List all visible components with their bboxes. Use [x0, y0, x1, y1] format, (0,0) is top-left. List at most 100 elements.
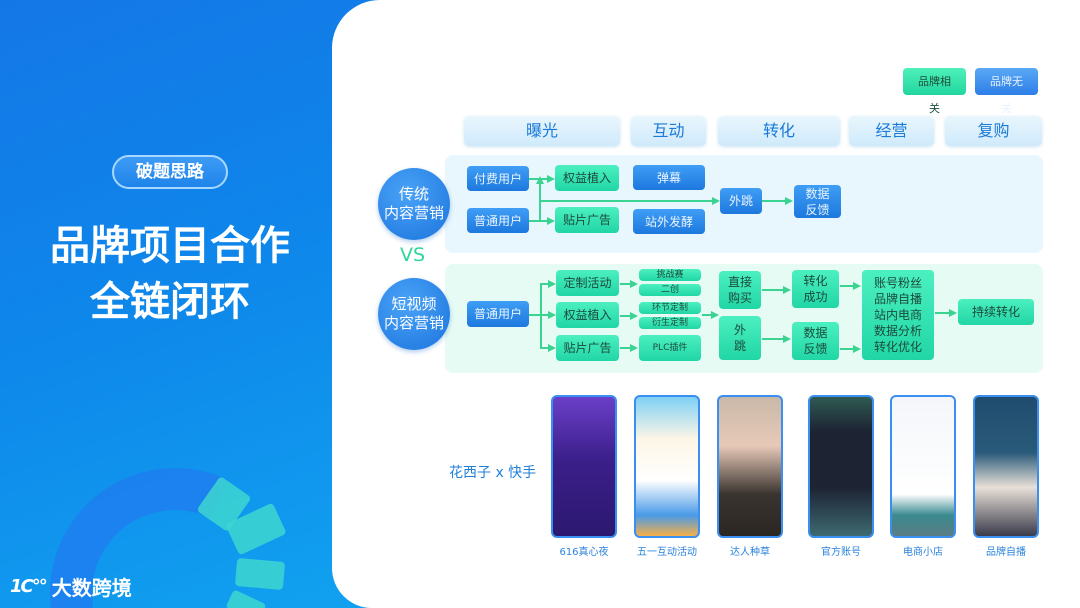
caption-616-night: 616真心夜 — [559, 547, 609, 558]
connector — [620, 347, 631, 349]
brand-logo: 1C°° 大数跨境 — [10, 572, 132, 601]
node-continuous-conversion: 持续转化 — [958, 299, 1034, 325]
screenshot-influencer-seeding — [717, 395, 783, 538]
legend-brand-related: 品牌相关 — [903, 68, 966, 115]
node-text: 跳 — [733, 339, 746, 353]
arrow-icon — [630, 312, 638, 320]
caption-ecommerce-store: 电商小店 — [903, 547, 943, 558]
arrow-up-icon — [536, 176, 544, 184]
connector — [529, 314, 541, 316]
node-remix: 二创 — [639, 284, 701, 296]
section-tag: 破题思路 — [112, 155, 228, 189]
short-video-marketing-label: 短视频内容营销 — [378, 278, 450, 350]
logo-icon: 1C°° — [10, 576, 48, 597]
arrow-icon — [853, 345, 861, 353]
node-data-feedback: 数据反馈 — [792, 322, 839, 360]
caption-official-account: 官方账号 — [821, 547, 861, 558]
arrow-icon — [630, 280, 638, 288]
title-line-1: 品牌项目合作 — [50, 223, 290, 269]
label-line: 内容营销 — [383, 204, 444, 222]
node-text: 反馈 — [803, 342, 828, 356]
arrow-icon — [548, 311, 556, 319]
connector — [840, 285, 854, 287]
page-title: 品牌项目合作 全链闭环 — [40, 218, 300, 330]
node-text: 转化 — [803, 274, 828, 288]
node-offsite: 站外发酵 — [633, 209, 705, 234]
connector — [620, 283, 631, 285]
logo-text: 大数跨境 — [51, 576, 132, 600]
decorative-bar — [234, 557, 286, 591]
arrow-icon — [949, 309, 957, 317]
caption-brand-livestream: 品牌自播 — [986, 547, 1026, 558]
node-text: 转化优化 — [873, 340, 922, 354]
node-operations: 账号粉丝 品牌自播 站内电商 数据分析 转化优化 — [862, 270, 934, 360]
node-text: 账号粉丝 — [873, 276, 922, 290]
node-text: 站内电商 — [873, 308, 922, 322]
connector — [935, 312, 950, 314]
node-text: 数据分析 — [873, 324, 922, 338]
node-text: 数据 — [803, 326, 828, 340]
node-text: 购买 — [727, 291, 752, 305]
stage-conversion: 转化 — [718, 116, 840, 146]
connector — [620, 315, 631, 317]
arrow-icon — [853, 282, 861, 290]
case-study-label: 花西子 x 快手 — [449, 465, 537, 481]
connector — [840, 348, 854, 350]
node-direct-buy: 直接购买 — [719, 271, 761, 309]
node-derivative-custom: 衍生定制 — [639, 317, 701, 329]
node-text: 品牌自播 — [873, 292, 922, 306]
caption-may-day-event: 五一互动活动 — [637, 547, 697, 558]
caption-influencer-seeding: 达人种草 — [730, 547, 770, 558]
traditional-marketing-label: 传统内容营销 — [378, 168, 450, 240]
connector — [539, 200, 713, 202]
node-text: 外 — [733, 323, 746, 337]
arrow-icon — [783, 335, 791, 343]
arrow-icon — [630, 344, 638, 352]
stage-operation: 经营 — [849, 116, 934, 146]
node-challenge: 挑战赛 — [639, 269, 701, 281]
screenshot-ecommerce-store — [890, 395, 956, 538]
stage-interaction: 互动 — [631, 116, 706, 146]
arrow-icon — [712, 197, 720, 205]
arrow-icon — [783, 286, 791, 294]
arrow-icon — [711, 311, 719, 319]
screenshot-may-day-event — [634, 395, 700, 538]
connector — [762, 338, 784, 340]
label-line: 传统 — [398, 185, 429, 203]
screenshot-official-account — [808, 395, 874, 538]
arrow-icon — [547, 175, 555, 183]
node-external-jump: 外跳 — [720, 188, 762, 214]
node-patch-ad: 贴片广告 — [555, 207, 619, 233]
node-danmaku: 弹幕 — [633, 165, 705, 190]
node-text: 数据 — [805, 186, 830, 201]
node-data-feedback: 数据反馈 — [794, 185, 841, 218]
connector — [529, 220, 549, 222]
node-rights-placement: 权益植入 — [555, 165, 619, 191]
node-conversion-success: 转化成功 — [792, 270, 839, 308]
connector — [702, 314, 712, 316]
node-text: 反馈 — [805, 202, 830, 217]
node-custom-activity: 定制活动 — [556, 270, 619, 296]
connector — [540, 314, 549, 316]
node-segment-custom: 环节定制 — [639, 302, 701, 314]
arrow-icon — [548, 344, 556, 352]
node-plc-plugin: PLC插件 — [639, 335, 701, 361]
node-paid-user: 付费用户 — [467, 166, 529, 191]
node-rights-placement: 权益植入 — [556, 302, 619, 328]
arrow-icon — [785, 197, 793, 205]
screenshot-brand-livestream — [973, 395, 1039, 538]
connector — [762, 200, 786, 202]
connector — [540, 283, 549, 285]
connector — [540, 283, 542, 349]
label-line: 短视频 — [391, 295, 437, 313]
screenshot-616-night — [551, 395, 617, 538]
node-normal-user: 普通用户 — [467, 301, 529, 327]
node-patch-ad: 贴片广告 — [556, 335, 619, 361]
connector — [540, 347, 549, 349]
node-text: 直接 — [727, 275, 752, 289]
stage-exposure: 曝光 — [464, 116, 620, 146]
node-normal-user: 普通用户 — [467, 208, 529, 233]
legend-brand-unrelated: 品牌无关 — [975, 68, 1038, 115]
stage-repurchase: 复购 — [945, 116, 1042, 146]
label-line: 内容营销 — [383, 314, 444, 332]
